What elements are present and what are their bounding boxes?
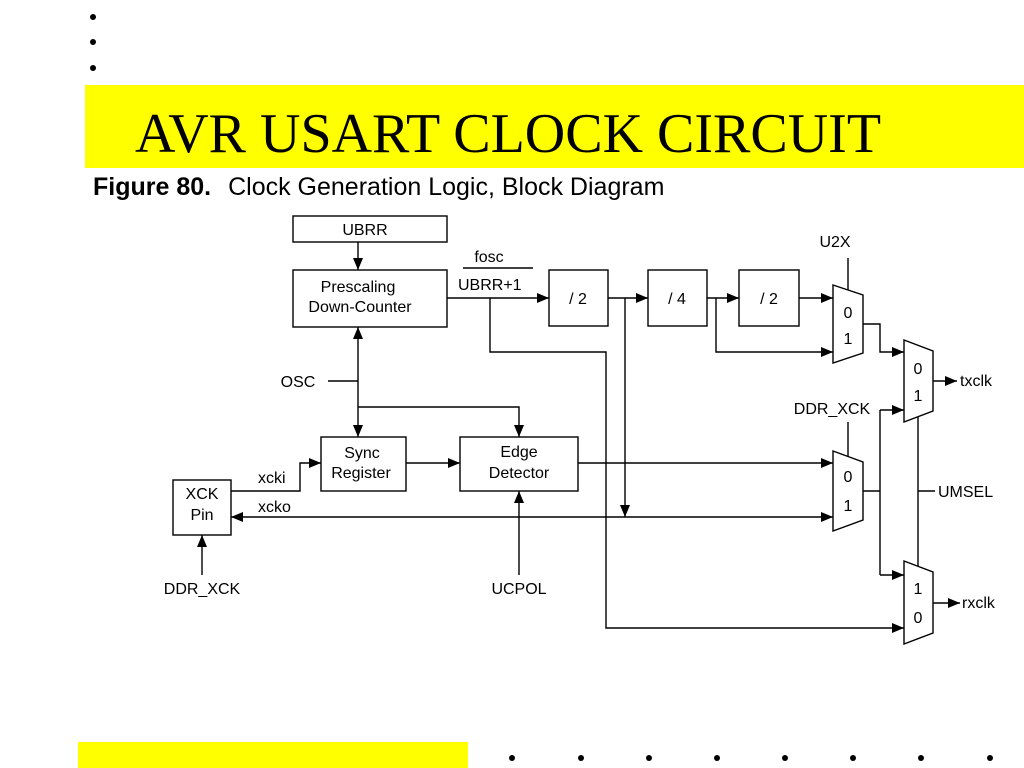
- rxclk-label: rxclk: [962, 595, 996, 612]
- txclk-label: txclk: [960, 373, 993, 390]
- prescaler-label-line1: Prescaling: [321, 279, 396, 296]
- divide-by-2-block: [548, 269, 609, 327]
- title-banner: AVR USART CLOCK CIRCUIT: [85, 85, 1024, 168]
- ubrr-plus-1-label: UBRR+1: [458, 277, 522, 294]
- figure-title: Clock Generation Logic, Block Diagram: [228, 173, 665, 201]
- blocks: [172, 215, 934, 646]
- rx-mux-input-1-label: 1: [914, 581, 923, 598]
- wires: [197, 242, 960, 633]
- ubrr-label: UBRR: [342, 222, 387, 239]
- xck-pin-block: [172, 479, 232, 536]
- divide-by-2-second-label: / 2: [760, 291, 778, 308]
- u2x-mux-input-0-label: 0: [844, 305, 853, 322]
- bullet: [509, 755, 515, 761]
- sync-register-label-line1: Sync: [344, 445, 380, 462]
- bullet: [90, 65, 96, 71]
- sync-register-label-line2: Register: [331, 465, 391, 482]
- ddr-xck-multiplexer: [832, 449, 864, 533]
- divide-by-2-label: / 2: [569, 291, 587, 308]
- tx-mux-input-0-label: 0: [914, 361, 923, 378]
- divide-by-2-second-block: [738, 269, 800, 327]
- tx-multiplexer: [903, 338, 934, 424]
- wire-u2x-mux-to-tx-mux-0: [863, 323, 904, 357]
- xcko-label: xcko: [258, 499, 291, 516]
- umsel-label: UMSEL: [938, 484, 993, 501]
- bullet: [90, 14, 96, 20]
- ddr-xck-pin-label: DDR_XCK: [164, 581, 241, 598]
- bullet: [987, 755, 993, 761]
- divide-by-4-label: / 4: [668, 291, 686, 308]
- ubrr-block: [292, 215, 448, 243]
- tx-mux-input-1-label: 1: [914, 388, 923, 405]
- bullet: [850, 755, 856, 761]
- prescaler-block: [292, 269, 448, 328]
- ucpol-label: UCPOL: [491, 581, 546, 598]
- figure-caption: Figure 80. Clock Generation Logic, Block …: [93, 175, 664, 200]
- u2x-label: U2X: [819, 234, 850, 251]
- u2x-multiplexer: [832, 284, 864, 364]
- figure-number: Figure 80.: [93, 173, 212, 201]
- edge-detector-label-line2: Detector: [489, 465, 550, 482]
- bullet: [714, 755, 720, 761]
- slide-title: AVR USART CLOCK CIRCUIT: [135, 103, 882, 165]
- bullet: [918, 755, 924, 761]
- osc-label: OSC: [281, 374, 316, 391]
- divide-by-4-block: [647, 269, 708, 327]
- edge-detector-label-line1: Edge: [500, 444, 537, 461]
- wire-divide-by-4-to-u2x-mux-1: [715, 298, 833, 357]
- labels: UBRR Prescaling Down-Counter / 2 / 4 / 2…: [164, 222, 996, 627]
- wire-prescaler-to-rx-mux-0: [489, 298, 904, 633]
- fosc-label: fosc: [474, 249, 503, 266]
- edge-detector-block: [459, 436, 579, 492]
- ddr-xck-mux-input-0-label: 0: [844, 469, 853, 486]
- wire-xcki: [231, 458, 321, 492]
- ddr-xck-mux-input-1-label: 1: [844, 498, 853, 515]
- prescaler-label-line2: Down-Counter: [308, 299, 412, 316]
- bullet: [578, 755, 584, 761]
- u2x-mux-input-1-label: 1: [844, 331, 853, 348]
- bullet: [646, 755, 652, 761]
- xcki-label: xcki: [258, 470, 286, 487]
- ddr-xck-mux-select-label: DDR_XCK: [794, 401, 871, 418]
- rx-mux-input-0-label: 0: [914, 610, 923, 627]
- wire-osc-to-edge-detector: [358, 406, 524, 437]
- xck-pin-label-line1: XCK: [186, 486, 219, 503]
- sync-register-block: [320, 436, 407, 492]
- bullet: [782, 755, 788, 761]
- xck-pin-label-line2: Pin: [190, 507, 213, 524]
- bullet: [90, 39, 96, 45]
- rx-multiplexer: [903, 559, 934, 646]
- bottom-highlight-bar: [78, 742, 468, 768]
